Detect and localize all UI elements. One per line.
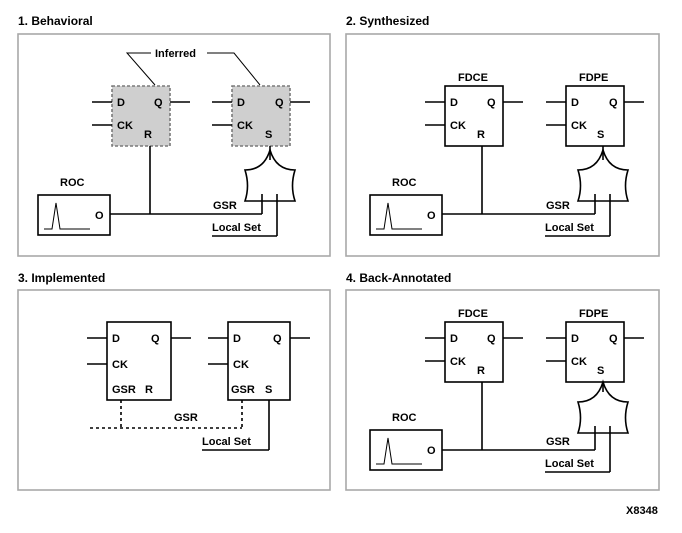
local-set-label: Local Set (202, 436, 251, 448)
pin-s: S (597, 365, 604, 377)
pin-r: R (145, 384, 153, 396)
pin-s: S (597, 129, 604, 141)
panel-title: 2. Synthesized (346, 14, 429, 28)
pin-ck: CK (112, 359, 128, 371)
cell-name: FDCE (458, 308, 488, 320)
cell-name: FDPE (579, 308, 608, 320)
flip-flop-fdpe: FDPE D Q CK S (546, 308, 644, 383)
pin-d: D (112, 333, 120, 345)
roc-output-pin: O (427, 445, 436, 457)
panel-behavioral: 1. Behavioral Inferred D Q CK R D Q CK S (17, 14, 331, 257)
gsr-label: GSR (546, 200, 570, 212)
pin-s: S (265, 384, 272, 396)
pin-q: Q (487, 97, 496, 109)
pin-r: R (144, 129, 152, 141)
flip-flop-body (231, 85, 291, 147)
pulse-icon (44, 202, 90, 230)
roc-label: ROC (392, 412, 417, 424)
figure-id: X8348 (626, 505, 658, 517)
callout-label: Inferred (155, 48, 196, 60)
panel-title: 4. Back-Annotated (346, 271, 451, 285)
callout-leader (207, 52, 261, 86)
gsr-label: GSR (213, 200, 237, 212)
roc-output-pin: O (95, 210, 104, 222)
panel-implemented: 3. Implemented D Q CK GSR R D Q CK GSR S (17, 271, 331, 491)
pin-q: Q (275, 97, 284, 109)
flip-flop-body (565, 321, 625, 383)
pin-d: D (237, 97, 245, 109)
pulse-icon (376, 437, 422, 465)
roc-block (37, 194, 111, 236)
pulse-icon (376, 202, 422, 230)
pin-gsr: GSR (112, 384, 136, 396)
callout-leader (125, 52, 156, 86)
pin-ck: CK (571, 120, 587, 132)
flip-flop-body (444, 85, 504, 147)
cell-name: FDPE (579, 72, 608, 84)
flip-flop-body (444, 321, 504, 383)
panel-synthesized: 2. Synthesized FDCE D Q CK R FDPE D Q CK… (345, 14, 660, 257)
flip-flop-body (106, 321, 172, 401)
roc-label: ROC (392, 177, 417, 189)
pin-d: D (450, 97, 458, 109)
panel-frame (17, 289, 331, 491)
roc-label: ROC (60, 177, 85, 189)
pin-ck: CK (571, 356, 587, 368)
roc-block (369, 194, 443, 236)
flip-flop-reset: D Q CK GSR R (87, 321, 191, 401)
local-set-label: Local Set (545, 458, 594, 470)
panel-title: 3. Implemented (18, 271, 105, 285)
pin-q: Q (151, 333, 160, 345)
pin-d: D (571, 97, 579, 109)
pin-ck: CK (117, 120, 133, 132)
flip-flop-set: D Q CK GSR S (208, 321, 310, 401)
pin-d: D (571, 333, 579, 345)
pin-ck: CK (450, 356, 466, 368)
pin-q: Q (609, 97, 618, 109)
pin-r: R (477, 129, 485, 141)
local-set-label: Local Set (545, 222, 594, 234)
roc-output-pin: O (427, 210, 436, 222)
pin-ck: CK (237, 120, 253, 132)
flip-flop-fdpe: FDPE D Q CK S (546, 72, 644, 147)
local-set-label: Local Set (212, 222, 261, 234)
panel-title: 1. Behavioral (18, 14, 93, 28)
flip-flop-reset: D Q CK R (92, 85, 190, 147)
pin-d: D (117, 97, 125, 109)
pin-ck: CK (233, 359, 249, 371)
flip-flop-body (565, 85, 625, 147)
panel-frame (345, 33, 660, 257)
pin-q: Q (609, 333, 618, 345)
pin-ck: CK (450, 120, 466, 132)
panel-back-annotated: 4. Back-Annotated FDCE D Q CK R FDPE D Q… (345, 271, 660, 491)
flip-flop-body (111, 85, 171, 147)
pin-s: S (265, 129, 272, 141)
panel-frame (345, 289, 660, 491)
flip-flop-fdce: FDCE D Q CK R (425, 72, 523, 147)
pin-q: Q (273, 333, 282, 345)
pin-q: Q (487, 333, 496, 345)
pin-q: Q (154, 97, 163, 109)
pin-gsr: GSR (231, 384, 255, 396)
pin-r: R (477, 365, 485, 377)
gsr-label: GSR (174, 412, 198, 424)
gsr-label: GSR (546, 436, 570, 448)
pin-d: D (450, 333, 458, 345)
flip-flop-fdce: FDCE D Q CK R (425, 308, 523, 383)
cell-name: FDCE (458, 72, 488, 84)
flip-flop-body (227, 321, 291, 401)
flip-flop-set: D Q CK S (212, 85, 310, 147)
panel-frame (17, 33, 331, 257)
pin-d: D (233, 333, 241, 345)
